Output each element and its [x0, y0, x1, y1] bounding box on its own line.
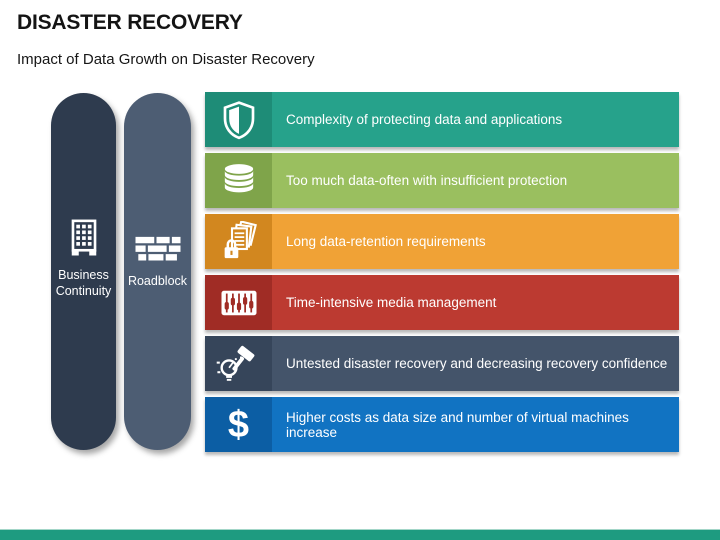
business-continuity-pill: Business Continuity: [51, 93, 116, 450]
dollar-glyph: $: [227, 403, 250, 446]
building-icon: [63, 217, 105, 259]
roadblock-label: Higher costs as data size and number of …: [286, 409, 629, 440]
roadblock-pill: Roadblock: [124, 93, 191, 450]
database-icon: [205, 153, 272, 208]
roadblock-bar-untested-dr: Untested disaster recovery and decreasin…: [205, 336, 679, 391]
roadblock-label: Long data-retention requirements: [286, 234, 486, 249]
roadblock-bar-media-management: Time-intensive media management: [205, 275, 679, 330]
brick-wall-icon: [135, 235, 181, 265]
mixer-sliders-icon: [205, 275, 272, 330]
roadblock-bar-complexity: Complexity of protecting data and applic…: [205, 92, 679, 147]
roadblock-label: Complexity of protecting data and applic…: [286, 112, 563, 127]
footer-accent-bar: [0, 529, 720, 540]
roadblock-label: Time-intensive media management: [286, 295, 497, 310]
business-continuity-label: Business Continuity: [55, 268, 112, 298]
roadblock-pill-label: Roadblock: [127, 274, 188, 288]
roadblock-bar-higher-costs: $ Higher costs as data size and number o…: [205, 397, 679, 452]
shield-icon: [205, 92, 272, 147]
dollar-icon: $: [205, 397, 272, 452]
roadblock-bar-retention: Long data-retention requirements: [205, 214, 679, 269]
page-subtitle: Impact of Data Growth on Disaster Recove…: [17, 51, 315, 68]
roadblock-label: Too much data-often with insufficient pr…: [286, 173, 568, 188]
roadblock-label: Untested disaster recovery and decreasin…: [286, 356, 668, 371]
locked-documents-icon: [205, 214, 272, 269]
roadblock-bar-too-much-data: Too much data-often with insufficient pr…: [205, 153, 679, 208]
page-title: DISASTER RECOVERY: [17, 11, 243, 34]
broken-bulb-hammer-icon: [205, 336, 272, 391]
